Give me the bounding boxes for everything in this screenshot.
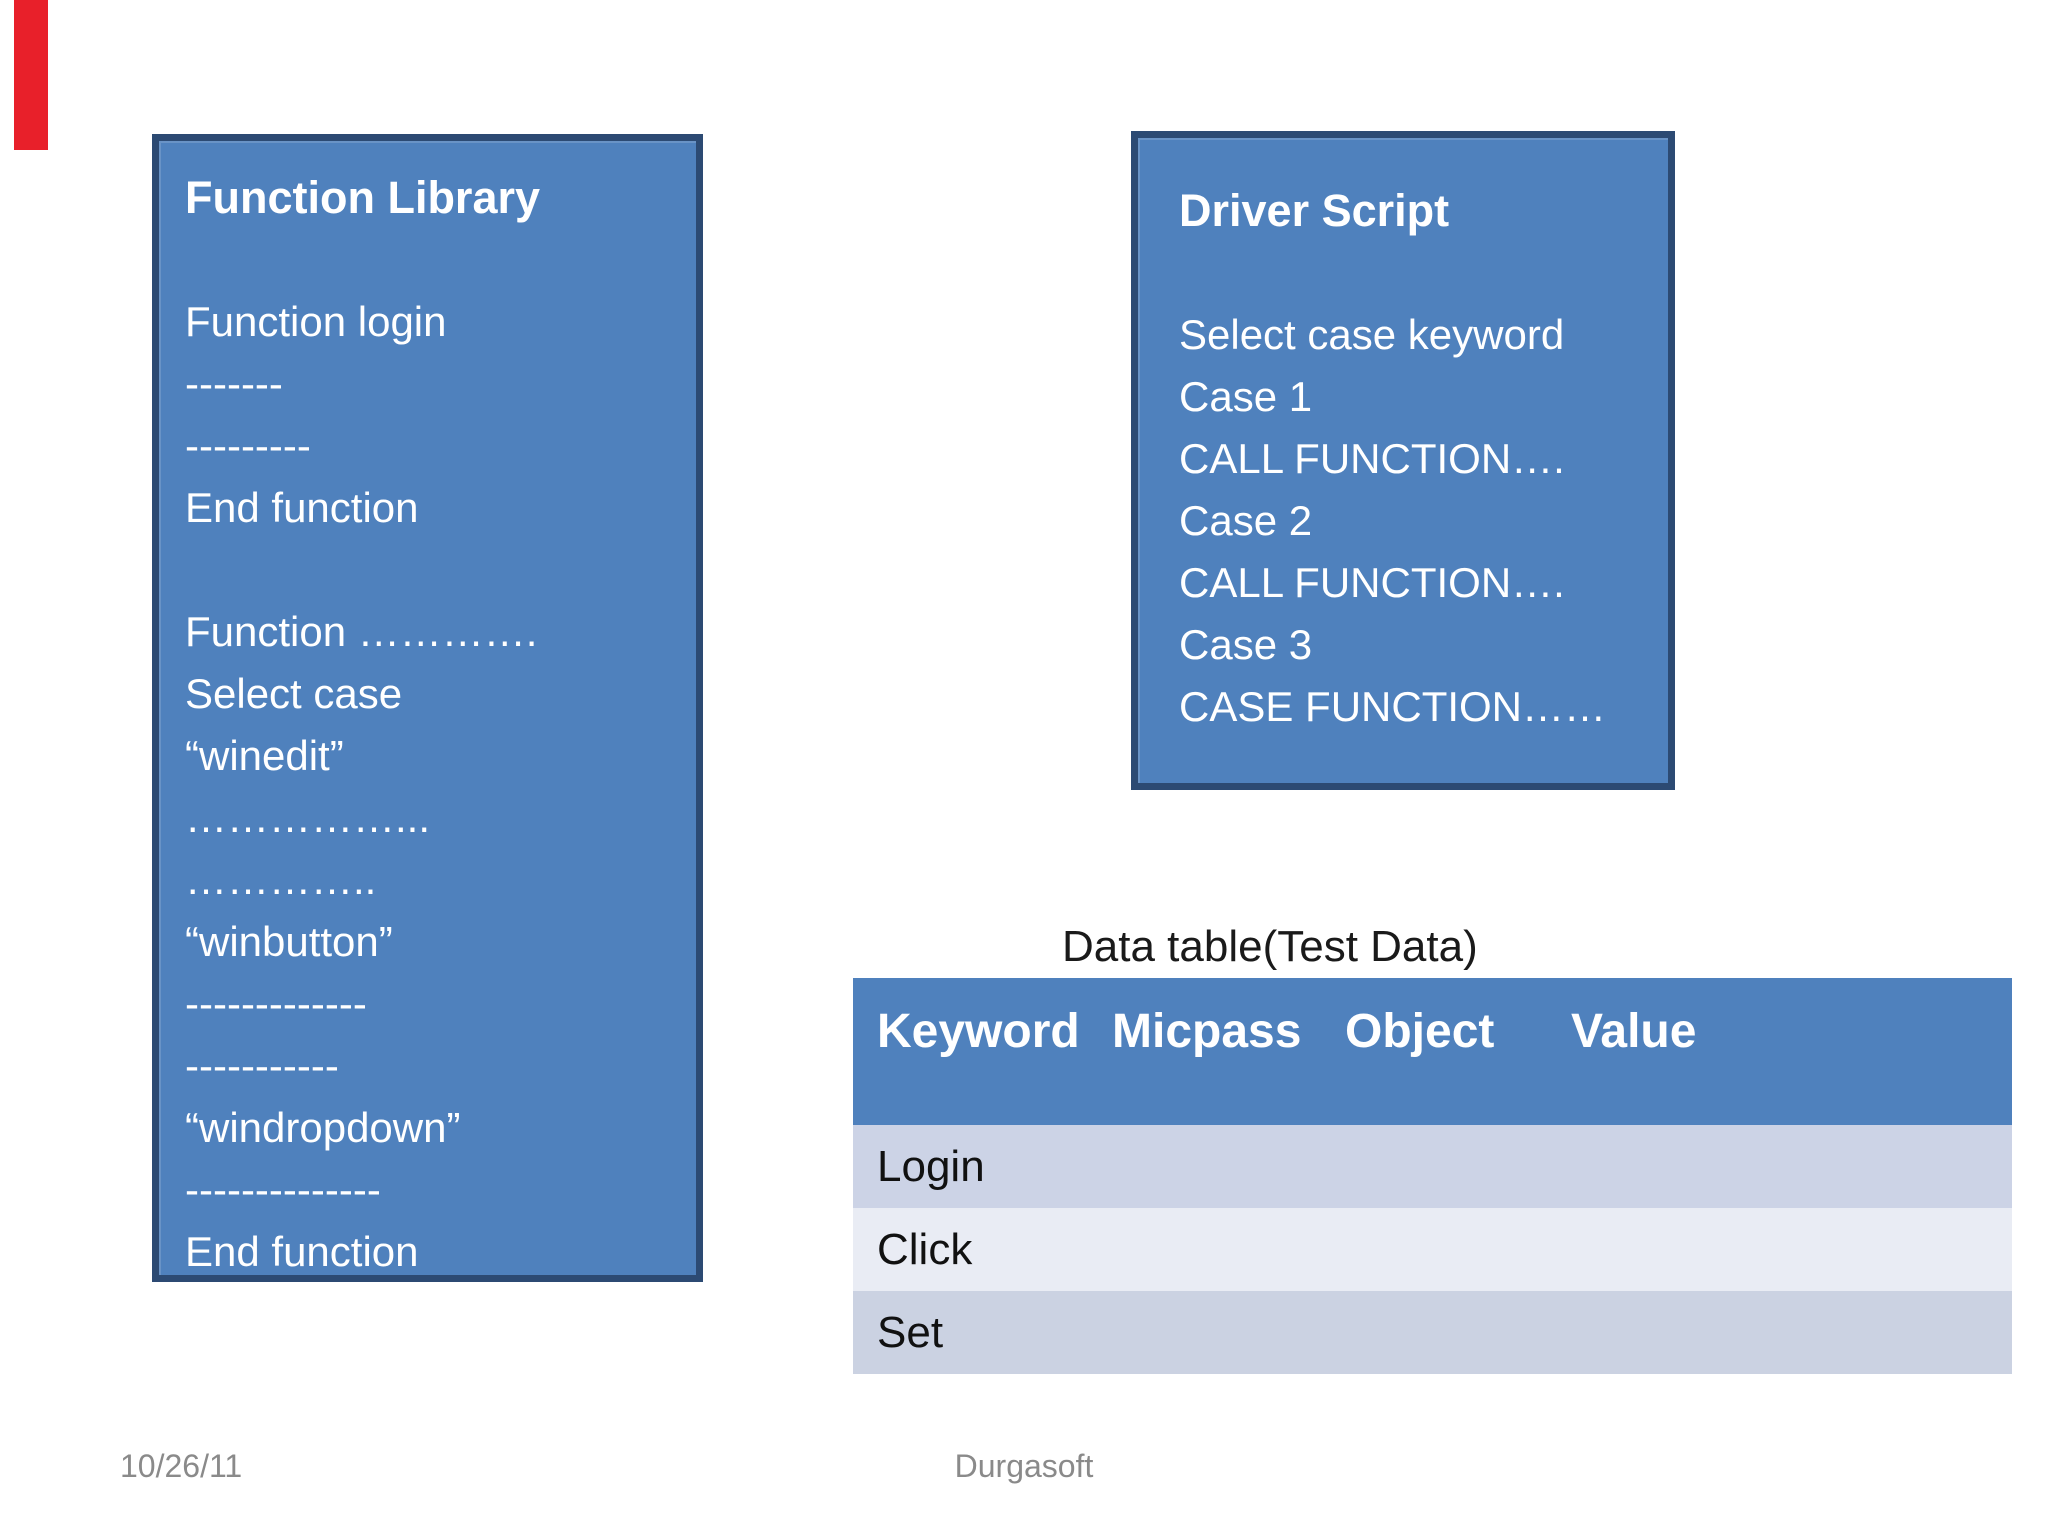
table-row: Click — [853, 1208, 2012, 1291]
box-line: Select case keyword — [1179, 311, 1565, 358]
box-line: ………….. — [185, 856, 377, 903]
data-table-title: Data table(Test Data) — [1062, 922, 1478, 971]
keyword-cell: Click — [877, 1224, 973, 1274]
box-line — [1179, 242, 1654, 304]
footer-brand: Durgasoft — [954, 1448, 1094, 1484]
function-library-box: Function Library Function login ------- … — [152, 134, 703, 1282]
keyword-cell: Set — [877, 1307, 944, 1357]
column-header-micpass: Micpass — [1112, 1005, 1302, 1058]
box-line: Case 2 — [1179, 497, 1313, 544]
footer-date: 10/26/11 — [120, 1448, 243, 1484]
box-line: ……………... — [185, 794, 431, 841]
driver-script-title: Driver Script — [1179, 185, 1450, 236]
data-table-header-row: Keyword Micpass Object Value — [853, 978, 2012, 1125]
box-line: CALL FUNCTION…. — [1179, 435, 1565, 482]
column-header-object: Object — [1345, 1005, 1495, 1058]
red-marker-bar — [14, 0, 48, 150]
table-row: Login — [853, 1125, 2012, 1208]
driver-script-box: Driver Script Select case keyword Case 1… — [1131, 131, 1675, 790]
column-header-keyword: Keyword — [877, 1005, 1080, 1058]
column-header-value: Value — [1571, 1005, 1697, 1058]
box-line: ------- — [185, 360, 283, 407]
box-line: ------------- — [185, 980, 367, 1027]
box-line — [185, 539, 682, 601]
box-line: CALL FUNCTION…. — [1179, 559, 1565, 606]
box-line: “winbutton” — [185, 918, 393, 965]
data-table: Keyword Micpass Object Value Login Click… — [853, 978, 2012, 1374]
box-line: Function login — [185, 298, 447, 345]
box-line: Function …………. — [185, 608, 538, 655]
box-line: Case 3 — [1179, 621, 1313, 668]
box-line: ----------- — [185, 1042, 339, 1089]
box-line: CASE FUNCTION…… — [1179, 683, 1607, 730]
box-line: End function — [185, 484, 419, 531]
table-row: Set — [853, 1291, 2012, 1374]
function-library-title: Function Library — [185, 172, 541, 223]
keyword-cell: Login — [877, 1141, 985, 1191]
box-line: End function — [185, 1228, 419, 1275]
box-line: “windropdown” — [185, 1104, 461, 1151]
box-line: “winedit” — [185, 732, 344, 779]
box-line: Select case — [185, 670, 403, 717]
box-line: -------------- — [185, 1166, 381, 1213]
box-line — [185, 229, 682, 291]
box-line: Case 1 — [1179, 373, 1313, 420]
box-line: --------- — [185, 422, 311, 469]
